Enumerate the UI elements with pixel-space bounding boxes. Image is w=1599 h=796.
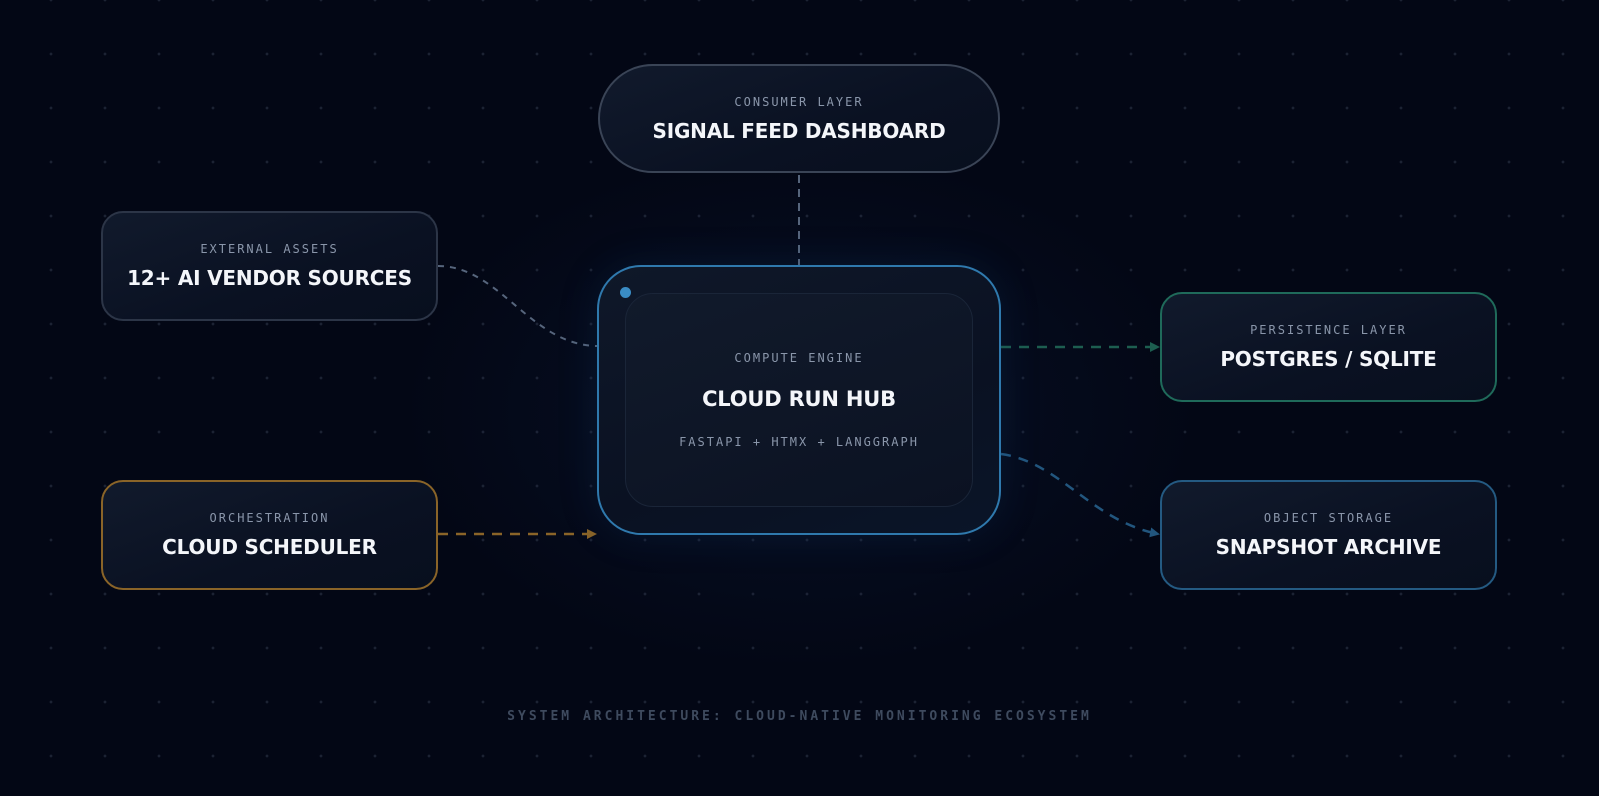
edge-vendors-hub — [437, 265, 598, 347]
node-cloud-scheduler[interactable]: ORCHESTRATION CLOUD SCHEDULER — [101, 480, 438, 590]
node-eyebrow: PERSISTENCE LAYER — [1250, 323, 1407, 337]
node-title: 12+ AI VENDOR SOURCES — [127, 266, 412, 290]
node-postgres-sqlite[interactable]: PERSISTENCE LAYER POSTGRES / SQLITE — [1160, 292, 1497, 402]
node-snapshot-archive[interactable]: OBJECT STORAGE SNAPSHOT ARCHIVE — [1160, 480, 1497, 590]
hub-inner-panel: COMPUTE ENGINE CLOUD RUN HUB FASTAPI + H… — [625, 293, 973, 507]
node-title: CLOUD SCHEDULER — [162, 535, 377, 559]
node-title: SNAPSHOT ARCHIVE — [1215, 535, 1442, 559]
tech-stack-label: FASTAPI + HTMX + LANGGRAPH — [679, 435, 919, 449]
edge-hub-archive — [1000, 452, 1160, 538]
node-eyebrow: OBJECT STORAGE — [1263, 511, 1394, 525]
node-title: SIGNAL FEED DASHBOARD — [652, 118, 946, 143]
node-eyebrow: EXTERNAL ASSETS — [200, 242, 339, 256]
node-ai-vendor-sources[interactable]: EXTERNAL ASSETS 12+ AI VENDOR SOURCES — [101, 211, 438, 321]
node-title: POSTGRES / SQLITE — [1220, 347, 1437, 371]
node-title: CLOUD RUN HUB — [702, 387, 896, 411]
diagram-caption: SYSTEM ARCHITECTURE: CLOUD-NATIVE MONITO… — [507, 709, 1092, 724]
status-dot-icon — [620, 287, 631, 298]
node-cloud-run-hub[interactable]: COMPUTE ENGINE CLOUD RUN HUB FASTAPI + H… — [597, 265, 1001, 535]
node-eyebrow: CONSUMER LAYER — [734, 94, 864, 109]
node-eyebrow: ORCHESTRATION — [209, 511, 330, 525]
node-signal-feed-dashboard[interactable]: CONSUMER LAYER SIGNAL FEED DASHBOARD — [598, 64, 1000, 173]
node-eyebrow: COMPUTE ENGINE — [734, 351, 864, 365]
